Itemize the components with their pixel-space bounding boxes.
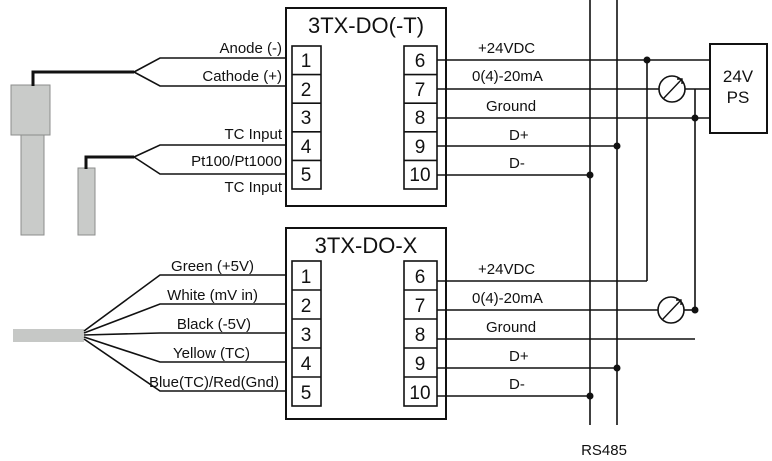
device-top-title: 3TX-DO(-T) bbox=[308, 13, 424, 38]
wire-label: White (mV in) bbox=[167, 287, 258, 304]
wire-label: D+ bbox=[509, 348, 529, 365]
wire-label: TC Input bbox=[224, 126, 282, 143]
terminal-number: 4 bbox=[301, 354, 312, 375]
temperature-probe bbox=[77, 167, 96, 236]
current-meter-icon bbox=[657, 296, 685, 324]
wire-label: 0(4)-20mA bbox=[472, 290, 543, 307]
wire-label: D- bbox=[509, 376, 525, 393]
wire-label: Ground bbox=[486, 319, 536, 336]
terminal-number: 4 bbox=[301, 137, 312, 158]
terminal-number: 10 bbox=[409, 165, 430, 186]
junction-dots bbox=[586, 56, 699, 400]
terminal-number: 5 bbox=[301, 383, 312, 404]
terminal-number: 8 bbox=[415, 108, 426, 129]
wire-label: Anode (-) bbox=[219, 40, 282, 57]
wire-label: Pt100/Pt1000 bbox=[191, 153, 282, 170]
sensor-cable bbox=[13, 329, 84, 342]
power-supply-label: 24V bbox=[723, 67, 754, 86]
current-meter-icon bbox=[658, 75, 686, 103]
device-top: 3TX-DO(-T) 1 2 3 4 5 6 7 8 9 10 bbox=[285, 7, 447, 207]
wire-label: Blue(TC)/Red(Gnd) bbox=[149, 374, 279, 391]
terminal-number: 7 bbox=[415, 80, 426, 101]
wire-label: 0(4)-20mA bbox=[472, 68, 543, 85]
wire-label: +24VDC bbox=[478, 40, 535, 57]
terminal-number: 8 bbox=[415, 325, 426, 346]
terminal-number: 1 bbox=[301, 51, 312, 72]
wire-label: +24VDC bbox=[478, 261, 535, 278]
rs485-bus bbox=[589, 0, 618, 425]
terminal-number: 7 bbox=[415, 296, 426, 317]
bottom-output-wiring bbox=[437, 280, 695, 397]
device-bottom-left-terminal-block bbox=[291, 260, 322, 407]
wire-label: D- bbox=[509, 155, 525, 172]
terminal-number: 3 bbox=[301, 108, 312, 129]
do-sensor-body bbox=[20, 134, 45, 236]
device-bottom-right-terminal-block bbox=[403, 260, 438, 407]
terminal-number: 2 bbox=[301, 296, 312, 317]
wire-label: D+ bbox=[509, 127, 529, 144]
top-sensor-wires bbox=[31, 57, 292, 175]
terminal-number: 6 bbox=[415, 267, 426, 288]
device-bottom-title: 3TX-DO-X bbox=[315, 233, 418, 258]
wire-label: Ground bbox=[486, 98, 536, 115]
do-sensor-head bbox=[10, 84, 51, 136]
bottom-sensor-wires bbox=[83, 274, 292, 392]
wire-label: Black (-5V) bbox=[177, 316, 251, 333]
wire-label: Yellow (TC) bbox=[173, 345, 250, 362]
rs485-label: RS485 bbox=[581, 442, 627, 459]
wire-label: TC Input bbox=[224, 179, 282, 196]
wire-label: Green (+5V) bbox=[171, 258, 254, 275]
terminal-number: 9 bbox=[415, 354, 426, 375]
terminal-number: 6 bbox=[415, 51, 426, 72]
top-output-wiring bbox=[437, 59, 710, 310]
wire-label: Cathode (+) bbox=[202, 68, 282, 85]
terminal-number: 10 bbox=[409, 383, 430, 404]
power-supply-label: PS bbox=[727, 88, 750, 107]
terminal-number: 2 bbox=[301, 80, 312, 101]
terminal-number: 9 bbox=[415, 137, 426, 158]
device-top-left-terminal-block bbox=[291, 45, 322, 190]
terminal-number: 1 bbox=[301, 267, 312, 288]
terminal-number: 3 bbox=[301, 325, 312, 346]
terminal-number: 5 bbox=[301, 165, 312, 186]
device-bottom: 3TX-DO-X 1 2 3 4 5 6 7 8 9 10 bbox=[285, 227, 447, 420]
